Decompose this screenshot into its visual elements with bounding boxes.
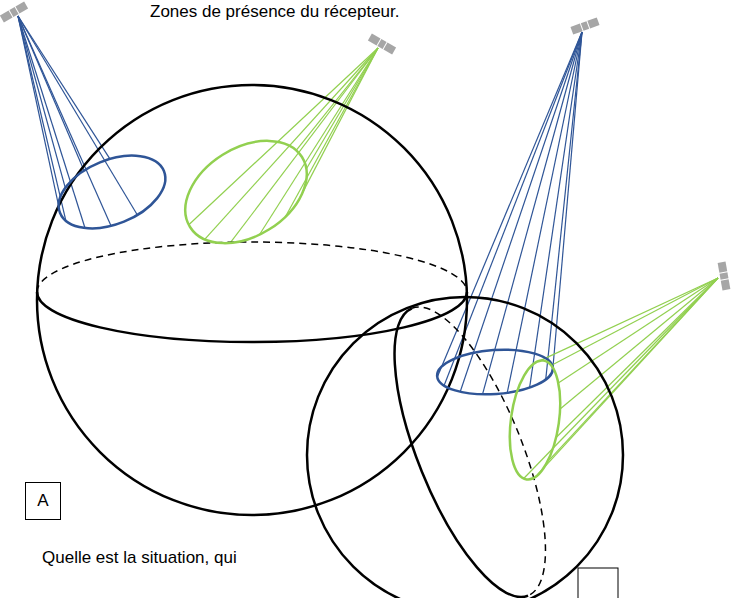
box-letter: A bbox=[37, 491, 48, 511]
signal-ray bbox=[230, 48, 378, 243]
blue-zone bbox=[48, 141, 176, 242]
satellite-icon bbox=[368, 34, 396, 55]
great-circle-back bbox=[412, 289, 576, 596]
satellite-icon bbox=[0, 2, 28, 23]
green-zone bbox=[167, 120, 326, 265]
heading-text: Zones de présence du récepteur. bbox=[150, 2, 400, 22]
signal-ray bbox=[18, 16, 66, 221]
signal-ray bbox=[18, 16, 65, 188]
signal-ray bbox=[18, 16, 84, 171]
green-zone bbox=[503, 357, 567, 483]
satellites bbox=[0, 2, 730, 291]
signal-ray bbox=[18, 16, 59, 206]
satellite-icon bbox=[718, 262, 731, 291]
signal-ray bbox=[306, 48, 378, 169]
signal-ray bbox=[18, 16, 85, 228]
question-text: Quelle est la situation, qui bbox=[42, 548, 237, 568]
signal-ray bbox=[18, 16, 137, 215]
satellite-icon bbox=[570, 17, 599, 34]
signal-ray bbox=[18, 16, 110, 159]
answer-box bbox=[578, 568, 618, 598]
answer-box: A bbox=[25, 482, 61, 520]
signal-ray bbox=[285, 48, 378, 217]
blue-zone bbox=[436, 346, 555, 398]
great-circle-front bbox=[364, 308, 528, 598]
equator-back bbox=[37, 242, 467, 292]
signal-ray bbox=[189, 48, 378, 225]
